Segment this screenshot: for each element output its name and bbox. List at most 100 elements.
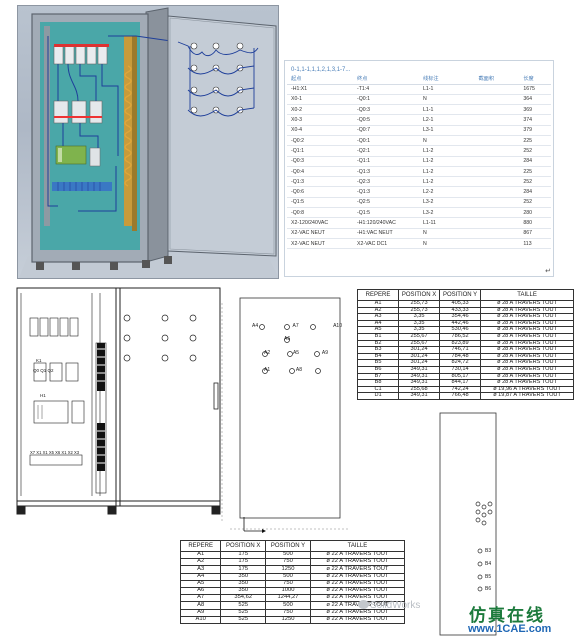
wiring-header-to: 终点: [353, 74, 419, 85]
wiring-cell: L1-1: [419, 104, 475, 116]
hole-table-b-header-x: POSITION X: [398, 289, 441, 301]
wiring-list-panel: 0-1,1-1,1,1,2,1,3,1-7... 起点 终点 线标注 截面积 长…: [284, 60, 554, 277]
wiring-cell: -Q2:3: [353, 176, 419, 188]
wiring-header-length: 长度: [519, 74, 551, 85]
hole-table-a-header: REPERE POSITION X POSITION Y TAILLE: [179, 540, 406, 552]
wiring-cell: [474, 228, 520, 239]
hole-table-a-header-repere: REPERE: [179, 540, 222, 552]
wiring-cell: -Q1:1: [287, 145, 353, 157]
wiring-cell: -Q1:3: [353, 166, 419, 178]
panel-k-label: K1: [36, 358, 42, 363]
hole-table-a-cell: 175: [220, 565, 267, 574]
hole-table-a-cell: ø 22 A TRAVERS TOUT: [309, 565, 406, 574]
wiring-cell: [474, 84, 520, 95]
wiring-cell: [474, 145, 520, 157]
wiring-cell: X2-120/240VAC: [287, 217, 353, 229]
wiring-cell: [474, 186, 520, 198]
wiring-cell: 113: [519, 238, 551, 250]
hole-table-a-cell: 525: [220, 615, 267, 624]
wiring-cell: L1-2: [419, 176, 475, 188]
wiring-cell: [474, 176, 520, 188]
wiring-cell: 364: [519, 94, 551, 106]
hole-table-b-cell: 766,48: [439, 392, 482, 400]
hole-table-a-header-y: POSITION Y: [265, 540, 311, 552]
watermark-text: SolidWorks: [370, 600, 421, 611]
hole-table-a-cell: 500: [265, 601, 311, 610]
hole-table-a-cell: A3: [179, 565, 222, 574]
wiring-cell: L1-2: [419, 145, 475, 157]
hole-table-b-cell: D1: [356, 392, 400, 400]
door-label-a9: A9: [321, 350, 328, 356]
wiring-cell: -Q0:1: [353, 135, 419, 147]
door-label-row3: A2 A5 A9: [264, 350, 328, 356]
wiring-cell: L1-2: [419, 166, 475, 178]
wiring-header-section: 截面积: [474, 74, 520, 85]
hole-table-b-header-size: TAILLE: [480, 289, 574, 301]
wiring-cell: X0-4: [287, 125, 353, 136]
hole-table-a-cell: 525: [220, 601, 267, 610]
hole-table-b-cell: 349,31: [398, 392, 441, 400]
wiring-cell: X0-2: [287, 104, 353, 116]
site-logo-url: www.1CAE.com: [468, 623, 552, 635]
panel-q-labels: Q0 Q1 Q2: [33, 368, 54, 373]
wiring-cell: 252: [519, 197, 551, 209]
cabinet-3d-render: [17, 5, 279, 279]
hole-table-b-header-y: POSITION Y: [439, 289, 482, 301]
wiring-cell: L3-2: [419, 197, 475, 209]
hole-table-a-cell: 750: [265, 558, 311, 567]
wiring-cell: -Q0:7: [353, 125, 419, 136]
door-label-a2: A2: [264, 350, 271, 356]
wiring-cell: -Q1:1: [353, 156, 419, 167]
hole-table-b-header-repere: REPERE: [356, 289, 400, 301]
wiring-cell: -H1:120/240VAC: [353, 217, 419, 229]
wiring-cell: -H1:X1: [287, 84, 353, 95]
cad-drawing-views: [16, 287, 497, 636]
wiring-cell: -Q0:3: [287, 156, 353, 167]
wiring-cell: N: [419, 94, 475, 106]
wiring-cell: -Q0:1: [353, 94, 419, 106]
hole-table-a-cell: 1250: [265, 615, 311, 624]
wiring-cell: -Q1:3: [287, 176, 353, 188]
wiring-cell: [474, 125, 520, 136]
wiring-cell: 369: [519, 104, 551, 116]
wiring-header-from: 起点: [287, 74, 353, 85]
hole-table-a-cell: ø 22 A TRAVERS TOUT: [309, 558, 406, 567]
wiring-cell: X2-VAC NEUT: [287, 238, 353, 250]
wiring-cell: -Q2:5: [353, 197, 419, 209]
hole-table-a-cell: A7: [179, 594, 222, 603]
hole-table-a-cell: 175: [220, 558, 267, 567]
wiring-header-label: 线标注: [419, 74, 475, 85]
door-label-a4: A4: [252, 323, 259, 329]
door-label-a7: A7: [292, 323, 299, 329]
wiring-cell: 1675: [519, 84, 551, 95]
door-label-row4: A1 A8: [264, 367, 302, 373]
wiring-cell: 284: [519, 156, 551, 167]
wiring-cell: -Q0:5: [353, 114, 419, 126]
wiring-cell: -Q2:1: [353, 145, 419, 157]
wiring-cell: 880: [519, 217, 551, 229]
wiring-cell: [474, 135, 520, 147]
wiring-cell: 225: [519, 135, 551, 147]
wiring-cell: [474, 166, 520, 178]
wiring-cell: [474, 238, 520, 250]
hole-table-b-header: REPERE POSITION X POSITION Y TAILLE: [356, 289, 574, 301]
wiring-cell: -Q1:5: [287, 197, 353, 209]
wiring-cell: [474, 197, 520, 209]
site-logo-title: 仿真在线: [469, 606, 545, 626]
hole-table-a-cell: A2: [179, 558, 222, 567]
